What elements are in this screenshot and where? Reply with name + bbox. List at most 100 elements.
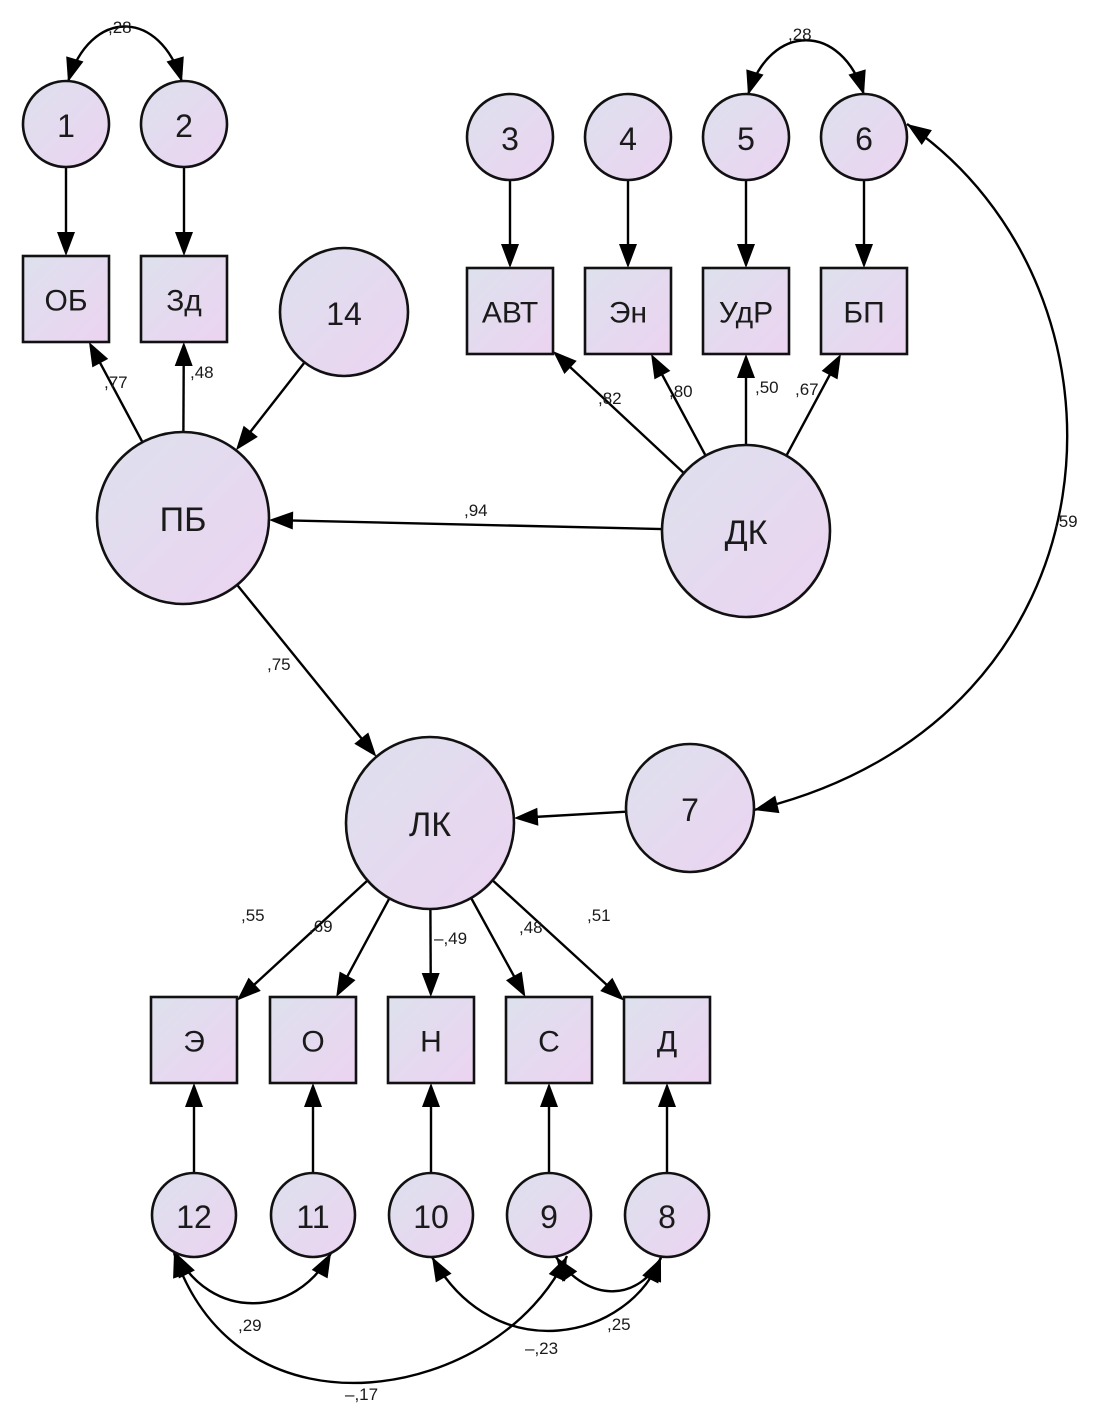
observed-variable-zd: Зд: [139, 254, 229, 344]
error-term-11: 11: [269, 1171, 357, 1259]
observed-variable-label: О: [301, 1026, 324, 1059]
error-term-label: 10: [413, 1199, 449, 1235]
error-term-shape: [583, 92, 673, 182]
arrowhead-icon: [754, 795, 780, 814]
arrowhead-icon: [821, 354, 841, 380]
covariance-value-1-2: ,28: [108, 18, 132, 37]
observed-variable-label: Д: [657, 1026, 677, 1059]
edge-labels-layer: ,77,48,82,80,50,67,94,75,55,69–,49,48,51…: [104, 18, 1078, 1404]
arrowhead-icon: [737, 244, 755, 268]
error-term-shape: [465, 92, 555, 182]
path-coefficient-lk-s: ,48: [519, 918, 543, 937]
error-term-label: 8: [658, 1199, 676, 1235]
error-term-label: 7: [681, 792, 699, 828]
latent-variable-dk: ДК: [660, 443, 832, 619]
path-coefficient-dk-pb: ,94: [464, 501, 488, 520]
arrowhead-icon: [513, 807, 539, 826]
arrowhead-icon: [746, 69, 764, 95]
arrowhead-icon: [66, 56, 84, 82]
error-term-label: 5: [737, 121, 755, 157]
observed-variable-o: О: [268, 995, 358, 1085]
covariance-value-12-11: ,29: [238, 1316, 262, 1335]
arrowhead-icon: [600, 977, 624, 1001]
arrowhead-icon: [88, 342, 109, 368]
error-term-2: 2: [139, 79, 229, 169]
observed-variable-label: ОБ: [44, 285, 87, 318]
observed-variable-bp: БП: [819, 266, 909, 356]
path-coefficient-dk-en: ,80: [669, 382, 693, 401]
observed-variable-label: Э: [183, 1026, 205, 1059]
covariance-value-5-6: ,28: [788, 25, 812, 44]
error-term-label: 6: [855, 121, 873, 157]
latent-variable-pb: ПБ: [95, 430, 271, 606]
arrowhead-icon: [501, 244, 519, 268]
observed-variable-shape: [622, 995, 712, 1085]
latent-variable-label: ЛК: [409, 806, 451, 844]
error-term-label: 4: [619, 121, 637, 157]
observed-variable-ob: ОБ: [21, 254, 111, 344]
observed-variable-shape: [139, 254, 229, 344]
error-term-10: 10: [387, 1171, 475, 1259]
arrowhead-icon: [505, 971, 526, 997]
arrowhead-icon: [422, 1083, 440, 1107]
path-coefficient-lk-e: ,55: [241, 906, 265, 925]
path-14-to-pb: [247, 361, 306, 436]
observed-variable-d: Д: [622, 995, 712, 1085]
error-term-12: 12: [150, 1171, 238, 1259]
covariance-5-6: [746, 39, 866, 96]
arrowhead-icon: [57, 232, 75, 256]
path-pb-to-lk: [236, 584, 365, 743]
path-coefficient-pb-lk: ,75: [267, 655, 291, 674]
arrowhead-icon: [304, 1083, 322, 1107]
error-term-shape: [624, 742, 756, 874]
error-term-6: 6: [819, 92, 909, 182]
error-term-label: 14: [326, 296, 362, 332]
observed-variable-shape: [465, 266, 555, 356]
observed-variable-label: УдР: [719, 297, 773, 330]
arrowhead-icon: [619, 244, 637, 268]
latent-variable-label: ПБ: [160, 501, 207, 539]
arrowhead-icon: [235, 425, 258, 451]
arrowhead-icon: [354, 732, 377, 757]
error-term-shape: [150, 1171, 238, 1259]
latent-variable-lk: ЛК: [344, 735, 516, 911]
path-lk-to-o: [344, 897, 391, 980]
path-lk-to-e: [250, 879, 369, 988]
path-dk-to-en: [659, 371, 707, 457]
error-term-label: 11: [296, 1199, 329, 1235]
arrowhead-icon: [658, 1083, 676, 1107]
error-term-3: 3: [465, 92, 555, 182]
covariance-1-2: [66, 25, 184, 83]
observed-variable-label: АВТ: [482, 297, 538, 330]
error-term-label: 1: [57, 108, 75, 144]
covariance-12-11: [174, 1252, 333, 1305]
error-term-9: 9: [505, 1171, 593, 1259]
path-dk-to-bp: [785, 371, 833, 457]
arrowhead-icon: [175, 232, 193, 256]
covariance-12-9: [172, 1252, 569, 1385]
observed-variable-s: С: [504, 995, 594, 1085]
arrowhead-icon: [311, 1253, 331, 1279]
latent-variable-shape: [660, 443, 832, 619]
arrowhead-icon: [737, 354, 755, 378]
error-term-1: 1: [21, 79, 111, 169]
path-coefficient-dk-bp: ,67: [795, 380, 819, 399]
path-7-to-lk: [533, 810, 627, 819]
error-term-label: 12: [176, 1199, 212, 1235]
error-term-shape: [623, 1171, 711, 1259]
arrowhead-icon: [642, 1258, 661, 1284]
arrowhead-icon: [237, 977, 261, 1001]
arrowhead-icon: [556, 1257, 578, 1282]
covariance-10-8: [430, 1256, 663, 1333]
observed-variable-n: Н: [386, 995, 476, 1085]
observed-variable-label: Эн: [609, 297, 647, 330]
edges-layer: [57, 25, 1069, 1385]
latent-variable-shape: [95, 430, 271, 606]
arrowhead-icon: [166, 56, 184, 82]
observed-variable-shape: [386, 995, 476, 1085]
path-coefficient-pb-zd: ,48: [190, 363, 214, 382]
error-term-14: 14: [278, 246, 410, 378]
arrowhead-icon: [855, 244, 873, 268]
error-term-shape: [21, 79, 111, 169]
